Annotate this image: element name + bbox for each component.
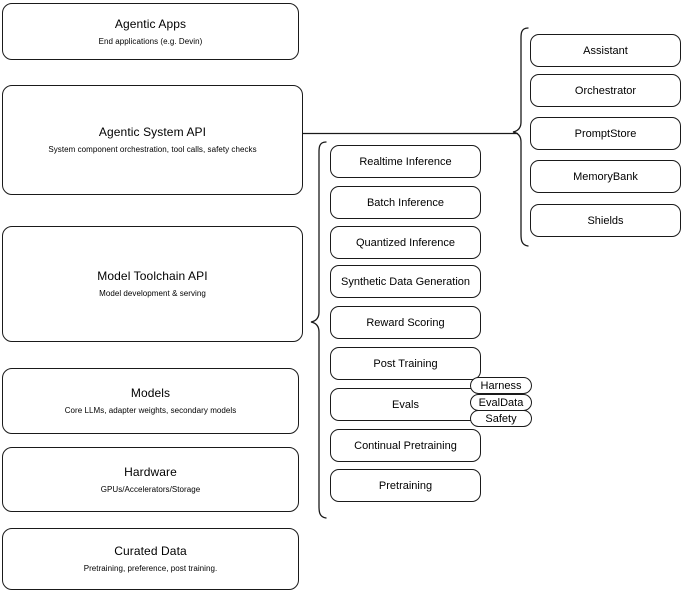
- system-item-label: PromptStore: [574, 127, 637, 140]
- toolchain-item-quantized-inference[interactable]: Quantized Inference: [330, 226, 481, 259]
- toolchain-item-realtime-inference[interactable]: Realtime Inference: [330, 145, 481, 178]
- system-item-promptstore[interactable]: PromptStore: [530, 117, 681, 150]
- system-item-label: Orchestrator: [574, 84, 637, 97]
- system-item-label: Shields: [587, 214, 624, 227]
- toolchain-item-reward-scoring[interactable]: Reward Scoring: [330, 306, 481, 339]
- toolchain-item-label: Evals: [392, 398, 419, 411]
- toolchain-item-label: Quantized Inference: [355, 236, 456, 249]
- toolchain-item-label: Batch Inference: [366, 196, 445, 209]
- layer-box-models[interactable]: Models Core LLMs, adapter weights, secon…: [2, 368, 299, 434]
- eval-tag-label: EvalData: [478, 396, 524, 409]
- toolchain-item-batch-inference[interactable]: Batch Inference: [330, 186, 481, 219]
- toolchain-item-continual-pretraining[interactable]: Continual Pretraining: [330, 429, 481, 462]
- layer-box-agentic-apps[interactable]: Agentic Apps End applications (e.g. Devi…: [2, 3, 299, 60]
- toolchain-item-label: Reward Scoring: [366, 316, 445, 329]
- layer-title: Curated Data: [114, 544, 187, 558]
- toolchain-item-label: Continual Pretraining: [354, 439, 457, 452]
- eval-tag-label: Safety: [485, 412, 517, 425]
- layer-box-hardware[interactable]: Hardware GPUs/Accelerators/Storage: [2, 447, 299, 512]
- layer-subtitle: End applications (e.g. Devin): [98, 36, 203, 46]
- layer-title: Agentic Apps: [114, 16, 187, 31]
- layer-title: Agentic System API: [98, 125, 207, 139]
- system-api-connector-line: [300, 126, 524, 142]
- layer-title: Model Toolchain API: [97, 269, 208, 283]
- system-components-group-brace: [506, 26, 530, 248]
- system-item-assistant[interactable]: Assistant: [530, 34, 681, 67]
- layer-subtitle: System component orchestration, tool cal…: [48, 145, 257, 154]
- layer-subtitle: GPUs/Accelerators/Storage: [100, 484, 201, 494]
- toolchain-item-evals[interactable]: Evals: [330, 388, 481, 421]
- toolchain-group-brace: [303, 140, 329, 520]
- layer-subtitle: Model development & serving: [99, 289, 206, 298]
- eval-tag-label: Harness: [480, 379, 522, 392]
- toolchain-item-label: Pretraining: [378, 479, 433, 492]
- layer-subtitle: Pretraining, preference, post training.: [83, 564, 218, 573]
- layer-box-model-toolchain-api[interactable]: Model Toolchain API Model development & …: [2, 226, 303, 342]
- layer-title: Hardware: [124, 464, 177, 479]
- eval-tag-evaldata[interactable]: EvalData: [470, 394, 532, 411]
- system-item-shields[interactable]: Shields: [530, 204, 681, 237]
- toolchain-item-label: Realtime Inference: [359, 155, 452, 168]
- toolchain-item-label: Post Training: [373, 357, 438, 370]
- system-item-label: MemoryBank: [573, 170, 638, 183]
- system-item-orchestrator[interactable]: Orchestrator: [530, 74, 681, 107]
- toolchain-item-synthetic-data-generation[interactable]: Synthetic Data Generation: [330, 265, 481, 298]
- layer-box-agentic-system-api[interactable]: Agentic System API System component orch…: [2, 85, 303, 195]
- layer-title: Models: [130, 386, 171, 400]
- toolchain-item-pretraining[interactable]: Pretraining: [330, 469, 481, 502]
- system-item-label: Assistant: [583, 44, 628, 57]
- system-item-memorybank[interactable]: MemoryBank: [530, 160, 681, 193]
- toolchain-item-label: Synthetic Data Generation: [340, 275, 471, 288]
- eval-tag-safety[interactable]: Safety: [470, 410, 532, 427]
- eval-tag-harness[interactable]: Harness: [470, 377, 532, 394]
- layer-subtitle: Core LLMs, adapter weights, secondary mo…: [64, 406, 237, 415]
- toolchain-item-post-training[interactable]: Post Training: [330, 347, 481, 380]
- layer-box-curated-data[interactable]: Curated Data Pretraining, preference, po…: [2, 528, 299, 590]
